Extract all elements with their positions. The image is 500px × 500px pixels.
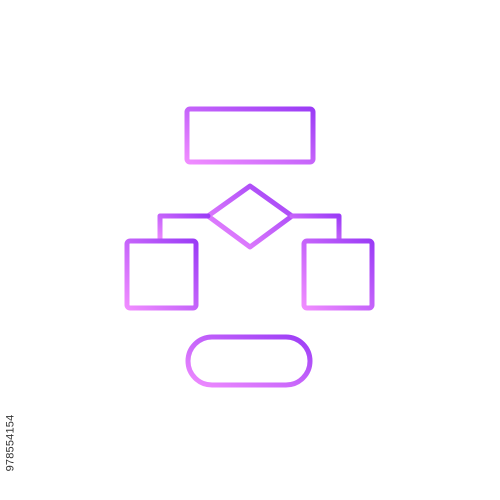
flowchart-decision-diamond — [205, 183, 295, 250]
flowchart-connector-left — [157, 213, 211, 244]
flowchart-terminal-pill — [185, 334, 313, 388]
flowchart-top-box — [184, 106, 316, 165]
flowchart-left-box — [124, 238, 199, 311]
stock-id-text: 978554154 — [4, 414, 17, 472]
stock-id-label: 978554154 — [2, 388, 18, 498]
flowchart-connector-right — [289, 213, 342, 244]
flowchart-right-box — [301, 238, 375, 311]
